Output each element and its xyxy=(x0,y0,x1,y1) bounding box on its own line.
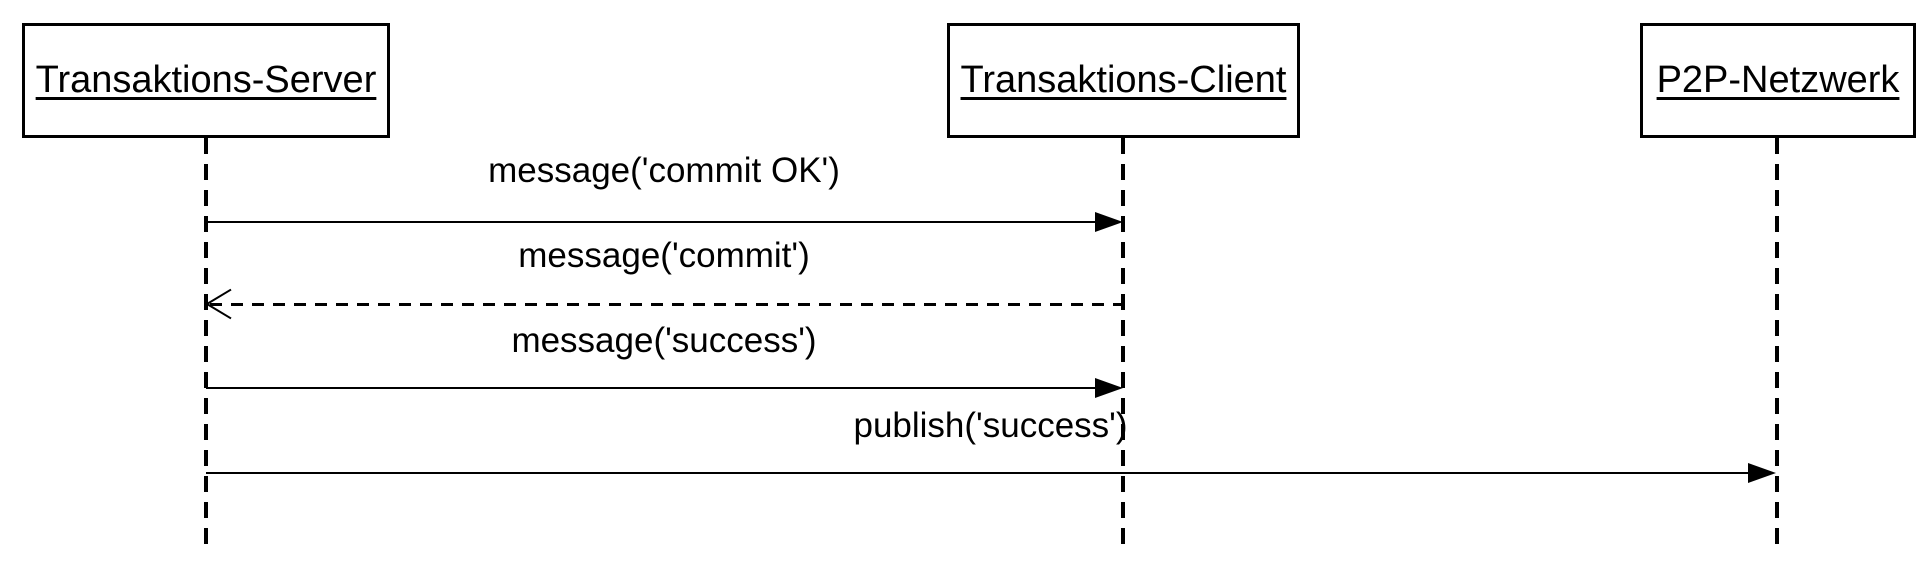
message-line-commit-ok xyxy=(206,221,1096,223)
message-label-commit: message('commit') xyxy=(518,236,810,275)
message-label-commit-ok: message('commit OK') xyxy=(488,151,840,190)
arrowhead-success xyxy=(1095,378,1123,398)
message-label-success: message('success') xyxy=(511,321,817,360)
actor-label-transaktions-client: Transaktions-Client xyxy=(960,59,1287,101)
actor-label-transaktions-server: Transaktions-Server xyxy=(35,59,377,101)
message-line-success xyxy=(206,387,1096,389)
arrowhead-publish-success xyxy=(1748,463,1776,483)
message-label-publish-success: publish('success') xyxy=(853,406,1128,445)
arrowhead-commit-ok xyxy=(1095,212,1123,232)
lifeline-transaktions-server xyxy=(204,138,208,546)
actor-box-transaktions-server: Transaktions-Server xyxy=(22,23,390,138)
actor-box-p2p-netzwerk: P2P-Netzwerk xyxy=(1640,23,1916,138)
message-line-commit xyxy=(210,303,1123,306)
lifeline-p2p-netzwerk xyxy=(1775,138,1779,546)
lifeline-transaktions-client xyxy=(1121,138,1125,546)
actor-box-transaktions-client: Transaktions-Client xyxy=(947,23,1300,138)
actor-label-p2p-netzwerk: P2P-Netzwerk xyxy=(1656,59,1900,101)
message-line-publish-success xyxy=(206,472,1749,474)
